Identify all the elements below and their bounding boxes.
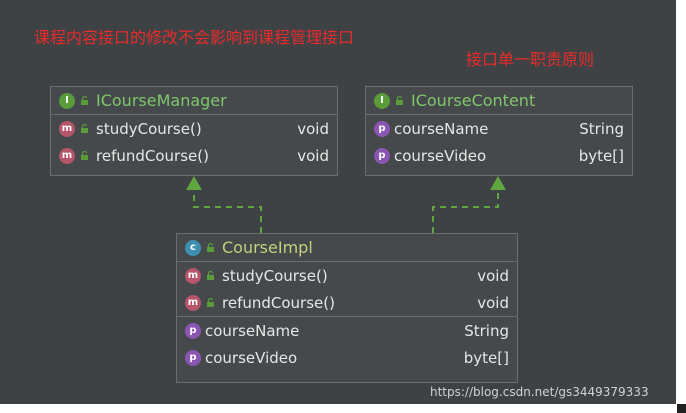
arrow-manager-head [186, 176, 202, 190]
note-top: 课程内容接口的修改不会影响到课程管理接口 [34, 28, 355, 47]
diagram-canvas: 课程内容接口的修改不会影响到课程管理接口 接口单一职责原则 I ICourseM… [0, 0, 676, 404]
class-course-impl[interactable]: c CourseImpl m studyCourse() void m refu… [176, 233, 518, 383]
lock-icon [207, 242, 214, 252]
property-name: courseVideo [205, 348, 298, 367]
content-property-row[interactable]: p courseName String [366, 115, 632, 142]
arrow-content-line [432, 190, 499, 233]
lock-icon [396, 95, 403, 105]
content-header: I ICourseContent [366, 87, 632, 115]
corner-marker [677, 404, 686, 413]
property-type: String [464, 321, 509, 340]
lock-icon [81, 123, 88, 133]
property-type: byte[] [578, 146, 624, 165]
method-name: refundCourse() [96, 146, 209, 165]
method-icon: m [59, 147, 75, 164]
impl-method-row[interactable]: m refundCourse() void [177, 289, 517, 316]
content-property-row[interactable]: p courseVideo byte[] [366, 142, 632, 169]
interface-icon: I [59, 92, 75, 109]
property-name: courseName [394, 119, 489, 138]
interface-course-manager[interactable]: I ICourseManager m studyCourse() void m … [50, 86, 338, 176]
content-title: ICourseContent [411, 91, 536, 110]
property-icon: p [374, 147, 390, 164]
impl-header: c CourseImpl [177, 234, 517, 262]
property-name: courseVideo [394, 146, 487, 165]
property-icon: p [185, 322, 201, 339]
impl-property-row[interactable]: p courseName String [177, 316, 517, 344]
property-name: courseName [205, 321, 300, 340]
arrow-content-head [490, 176, 506, 190]
method-type: void [477, 266, 509, 285]
class-icon: c [185, 239, 201, 256]
impl-title: CourseImpl [222, 238, 313, 257]
impl-property-row[interactable]: p courseVideo byte[] [177, 344, 517, 371]
interface-course-content[interactable]: I ICourseContent p courseName String p c… [365, 86, 633, 176]
method-name: refundCourse() [222, 293, 335, 312]
lock-icon [81, 95, 88, 105]
method-type: void [297, 146, 329, 165]
manager-method-row[interactable]: m refundCourse() void [51, 142, 337, 169]
property-icon: p [185, 349, 201, 366]
property-type: byte[] [463, 348, 509, 367]
manager-header: I ICourseManager [51, 87, 337, 115]
method-name: studyCourse() [96, 119, 202, 138]
interface-icon: I [374, 92, 390, 109]
impl-method-row[interactable]: m studyCourse() void [177, 262, 517, 289]
property-icon: p [374, 120, 390, 137]
lock-icon [207, 270, 214, 280]
property-type: String [579, 119, 624, 138]
method-name: studyCourse() [222, 266, 328, 285]
method-icon: m [185, 267, 201, 284]
watermark: https://blog.csdn.net/gs3449379333 [430, 385, 649, 399]
manager-title: ICourseManager [96, 91, 227, 110]
note-principle: 接口单一职责原则 [466, 50, 595, 69]
method-icon: m [59, 120, 75, 137]
arrow-manager-line [193, 190, 262, 233]
method-type: void [297, 119, 329, 138]
manager-method-row[interactable]: m studyCourse() void [51, 115, 337, 142]
lock-icon [81, 150, 88, 160]
method-type: void [477, 293, 509, 312]
realization-arrows [186, 176, 506, 233]
method-icon: m [185, 294, 201, 311]
lock-icon [207, 297, 214, 307]
